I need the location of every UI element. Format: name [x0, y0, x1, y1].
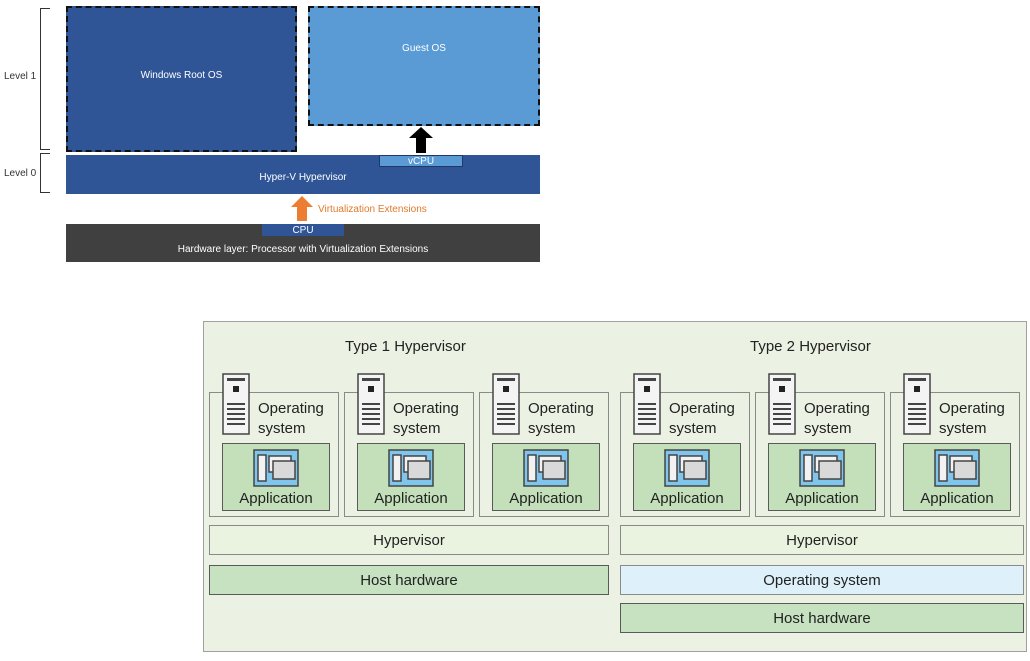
- type2-vm-3: Operating system Application: [890, 373, 1020, 517]
- application-label: Application: [509, 490, 583, 507]
- up-arrow-icon: [409, 127, 433, 153]
- os-label: Operating system: [393, 400, 459, 437]
- vcpu-box: vCPU: [379, 155, 463, 167]
- os-label: Operating system: [939, 400, 1005, 437]
- application-window-icon: [934, 449, 980, 487]
- application-window-icon: [799, 449, 845, 487]
- type1-vm-3: Operating system Application: [479, 373, 609, 517]
- level0-bracket: [40, 153, 50, 193]
- application-box: Application: [492, 443, 600, 511]
- guest-os-box: Guest OS: [308, 6, 540, 126]
- type1-title: Type 1 Hypervisor: [345, 338, 466, 355]
- application-label: Application: [920, 490, 994, 507]
- server-icon: [768, 373, 796, 435]
- application-label: Application: [650, 490, 724, 507]
- type1-vm-1: Operating system Application: [209, 373, 339, 517]
- windows-root-os-box: Windows Root OS: [66, 6, 297, 152]
- application-box: Application: [222, 443, 330, 511]
- type2-hypervisor-bar: Hypervisor: [620, 525, 1024, 555]
- type1-host-hardware-bar: Host hardware: [209, 565, 609, 595]
- type1-vm-2: Operating system Application: [344, 373, 474, 517]
- hardware-layer-bar: Hardware layer: Processor with Virtualiz…: [66, 224, 540, 262]
- server-icon: [492, 373, 520, 435]
- virtualization-extensions-label: Virtualization Extensions: [318, 204, 427, 215]
- type2-vm-2: Operating system Application: [755, 373, 885, 517]
- hardware-layer-label: Hardware layer: Processor with Virtualiz…: [177, 243, 429, 255]
- guest-os-label: Guest OS: [402, 43, 446, 54]
- application-window-icon: [523, 449, 569, 487]
- os-label: Operating system: [669, 400, 735, 437]
- level1-label: Level 1: [4, 71, 37, 82]
- type2-operating-system-bar: Operating system: [620, 565, 1024, 595]
- type1-hypervisor-bar: Hypervisor: [209, 525, 609, 555]
- os-label: Operating system: [528, 400, 594, 437]
- os-label: Operating system: [258, 400, 324, 437]
- level0-label: Level 0: [4, 168, 37, 179]
- root-os-label: Windows Root OS: [140, 69, 223, 81]
- application-box: Application: [633, 443, 741, 511]
- hyperv-hypervisor-bar: Hyper-V Hypervisor: [66, 155, 540, 194]
- server-icon: [633, 373, 661, 435]
- application-window-icon: [253, 449, 299, 487]
- hypervisor-types-panel: Type 1 Hypervisor Type 2 Hypervisor Oper…: [203, 321, 1027, 652]
- application-label: Application: [785, 490, 859, 507]
- server-icon: [222, 373, 250, 435]
- type2-title: Type 2 Hypervisor: [750, 338, 871, 355]
- application-box: Application: [357, 443, 465, 511]
- application-window-icon: [388, 449, 434, 487]
- virtualization-arrow-icon: [291, 196, 313, 221]
- application-box: Application: [768, 443, 876, 511]
- application-label: Application: [374, 490, 448, 507]
- cpu-box: CPU: [262, 224, 344, 236]
- os-label: Operating system: [804, 400, 870, 437]
- application-window-icon: [664, 449, 710, 487]
- type2-host-hardware-bar: Host hardware: [620, 603, 1024, 633]
- server-icon: [357, 373, 385, 435]
- server-icon: [903, 373, 931, 435]
- application-box: Application: [903, 443, 1011, 511]
- level1-bracket: [40, 8, 50, 150]
- type2-vm-1: Operating system Application: [620, 373, 750, 517]
- application-label: Application: [239, 490, 313, 507]
- hypervisor-label: Hyper-V Hypervisor: [259, 172, 347, 183]
